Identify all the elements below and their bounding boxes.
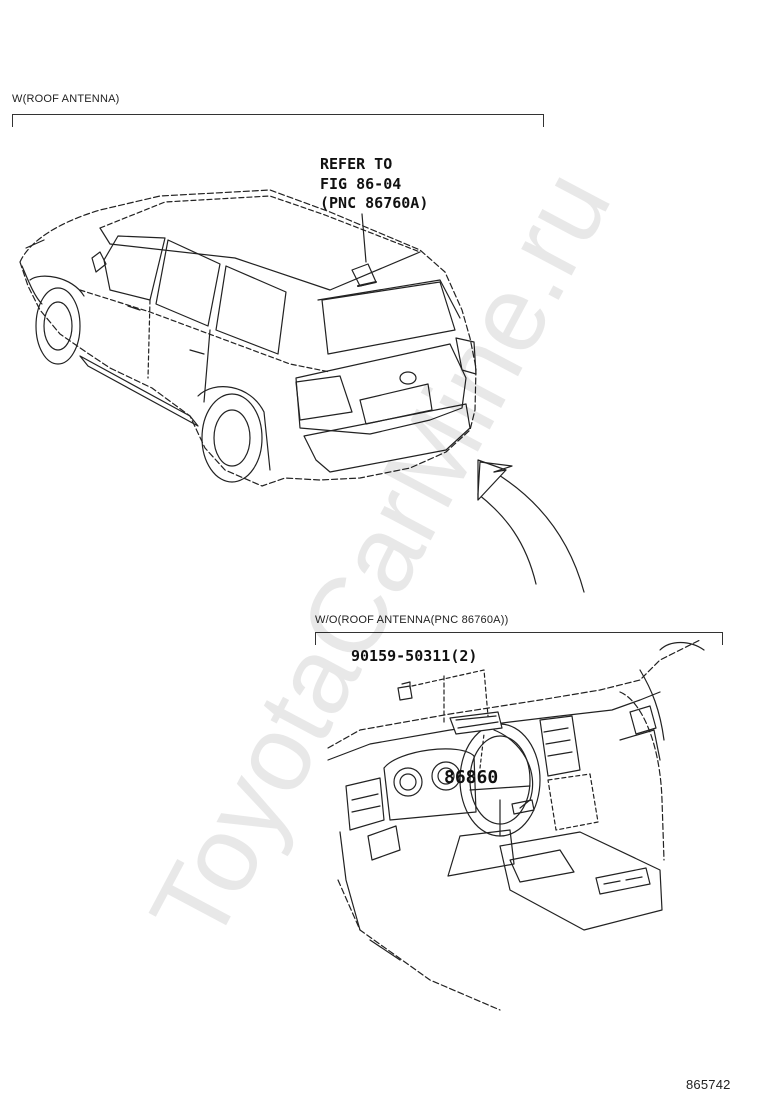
vehicle-illustration (19, 189, 477, 487)
section-label-without-roof-antenna: W/O(ROOF ANTENNA(PNC 86760A)) (315, 614, 509, 626)
bolt-part-number: 90159-50311(2) (351, 647, 478, 665)
figure-number: 865742 (686, 1077, 731, 1092)
bolt-icon (397, 681, 413, 701)
curved-arrow-icon (477, 459, 585, 593)
dashboard-illustration (327, 639, 705, 1011)
section-bracket-without-roof-antenna (315, 632, 723, 645)
refer-callout-line3: (PNC 86760A) (320, 194, 429, 212)
part-leader-line (479, 733, 485, 769)
refer-callout-line2: FIG 86-04 (320, 175, 402, 193)
refer-leader-line (361, 213, 367, 263)
antenna-part-number: 86860 (444, 767, 499, 788)
section-label-with-roof-antenna: W(ROOF ANTENNA) (12, 93, 120, 105)
section-bracket-with-roof-antenna (12, 114, 544, 127)
refer-callout-line1: REFER TO (320, 155, 393, 173)
